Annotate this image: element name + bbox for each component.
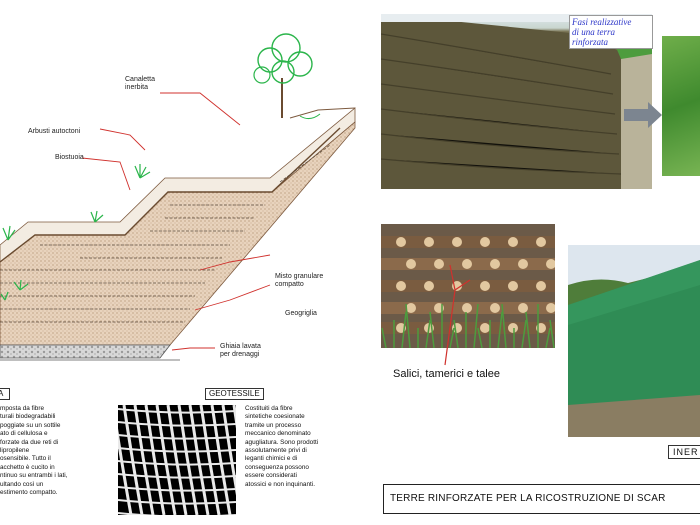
geotextile-strand [118,408,236,414]
geotextile-strand [118,499,236,505]
willow-shoot [549,319,555,348]
label-canaletta: Canaletta inerbita [125,76,155,91]
log-end [508,237,518,247]
geotextile-strand [118,421,236,427]
geotextile-strand [122,405,144,515]
log-end [508,281,518,291]
log-end [452,237,462,247]
drainage-gravel [0,344,171,359]
log-end [546,303,555,313]
reinforced-earth-cross-section [0,33,356,361]
footer-title-box: TERRE RINFORZATE PER LA RICOSTRUZIONE DI… [383,484,700,514]
log-end [424,237,434,247]
willow-logs-photo [381,224,555,348]
log-end [396,281,406,291]
willow-shoot [545,327,551,348]
log-end [536,281,546,291]
geotextile-strand [221,405,236,496]
log-end [490,303,500,313]
wall-photo-caption: Fasi realizzative di una terra rinforzat… [569,15,653,49]
shrub-icon [0,164,151,301]
biostuoia-description: mposta da fibre turali biodegradabili po… [0,405,68,497]
grassed-channel [289,107,356,119]
log-end [490,259,500,269]
salici-leader-lines [444,264,471,366]
geotextile-strand [118,486,236,492]
geotessile-header: GEOTESSILE [205,388,264,400]
geotextile-strand [232,405,236,429]
willow-shoot [477,327,483,348]
biomat-slope-face [0,127,341,263]
label-geogriglia: Geogriglia [285,310,317,317]
willow-shoot [381,327,387,348]
geotessile-description: Costituiti da fibre sintetiche coesionat… [245,405,319,488]
geotextile-strand [118,447,236,453]
willow-shoot [429,311,435,348]
willow-shoot [521,319,527,348]
geotextile-grid-image [118,405,236,515]
log-end [508,323,518,333]
log-end [546,259,555,269]
label-arbusti: Arbusti autoctoni [28,128,81,135]
geotextile-strand [118,473,236,479]
log-end [462,259,472,269]
log-end [406,259,416,269]
log-end [434,259,444,269]
label-ghiaia: Ghiaia lavata per drenaggi [220,343,261,358]
log-end [406,303,416,313]
willow-shoot [473,303,479,348]
geotextile-strand [118,460,236,466]
log-end [462,303,472,313]
arrow-right-icon [624,102,662,128]
log-end [480,281,490,291]
grassed-slope-photo [662,36,700,176]
log-end [518,259,528,269]
log [381,236,555,248]
log-end [396,237,406,247]
biostuoia-section-header: A [0,388,10,400]
willow-shoot [453,319,459,348]
label-biostuoia: Biostuoia [55,154,84,161]
leader-lines [81,92,271,351]
geogrid-layers [0,144,331,323]
willow-shoot [497,311,503,348]
inerbita-label: INER [668,445,700,459]
footer-title: TERRE RINFORZATE PER LA RICOSTRUZIONE DI… [390,493,666,504]
willow-shoot [449,327,455,348]
geotextile-strand [118,434,236,440]
geotextile-strand [118,512,236,515]
willow-shoot [525,311,531,348]
log-end [518,303,528,313]
tree-icon [253,33,313,118]
log-end [480,237,490,247]
willow-shoot [501,303,507,348]
willow-shoot [405,303,411,348]
log-end [480,323,490,333]
log-end [536,237,546,247]
geotextile-slope-photo [568,245,700,437]
salici-caption: Salici, tamerici e talee [393,368,500,380]
label-misto-granulare: Misto granulare compatto [275,273,324,288]
geotextile-strand [118,428,133,515]
log-end [424,281,434,291]
willow-shoot [401,311,407,348]
willow-shoot [425,319,431,348]
